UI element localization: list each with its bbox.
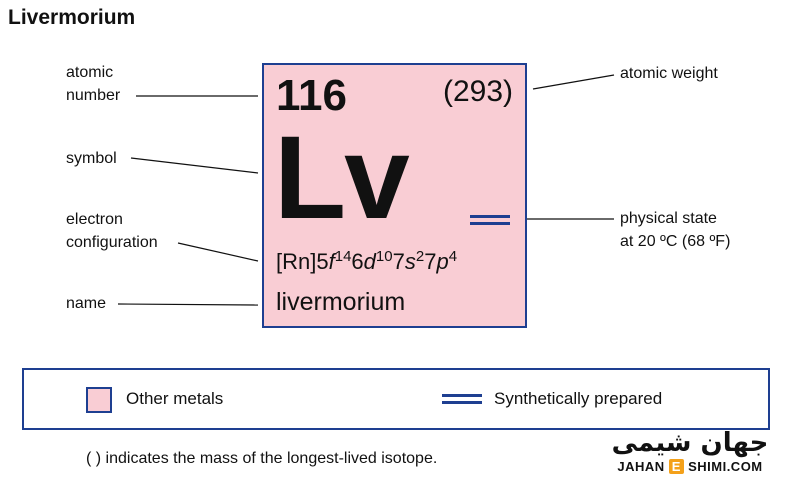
callout-name: name	[66, 295, 107, 312]
element-symbol: Lv	[274, 112, 410, 244]
site-logo: جهان شیمی JAHAN E SHIMI.COM	[610, 428, 770, 478]
footnote: ( ) indicates the mass of the longest-li…	[86, 450, 438, 467]
legend-synthetic-label: Synthetically prepared	[494, 389, 663, 408]
leader-symbol	[130, 157, 259, 174]
leader-config	[177, 242, 259, 262]
legend-box: Other metals Synthetically prepared	[22, 368, 770, 430]
synthetic-state-icon	[470, 215, 510, 227]
callout-physical-state: physical state at 20 ºC (68 ºF)	[620, 210, 731, 250]
leader-name	[117, 303, 259, 306]
callout-atomic-weight: atomic weight	[620, 65, 718, 82]
atomic-number: 116	[276, 71, 347, 120]
page-title: Livermorium	[8, 6, 136, 29]
callout-symbol: symbol	[66, 150, 117, 167]
callout-atomic-number: atomic number	[66, 64, 121, 104]
logo-latin-text: JAHAN E SHIMI.COM	[617, 459, 763, 474]
element-name: livermorium	[276, 288, 406, 316]
callout-electron-configuration: electron configuration	[66, 211, 158, 251]
electron-configuration: [Rn]5f146d107s27p4	[276, 248, 458, 274]
atomic-weight: (293)	[442, 75, 513, 108]
element-tile: 116 (293) Lv [Rn]5f146d107s27p4 livermor…	[262, 63, 527, 328]
legend-other-metals-label: Other metals	[126, 389, 224, 408]
logo-arabic-text: جهان شیمی	[611, 428, 769, 458]
leader-atomic-weight	[532, 74, 615, 90]
other-metals-swatch	[86, 387, 112, 413]
synthetic-legend-icon	[442, 394, 482, 406]
